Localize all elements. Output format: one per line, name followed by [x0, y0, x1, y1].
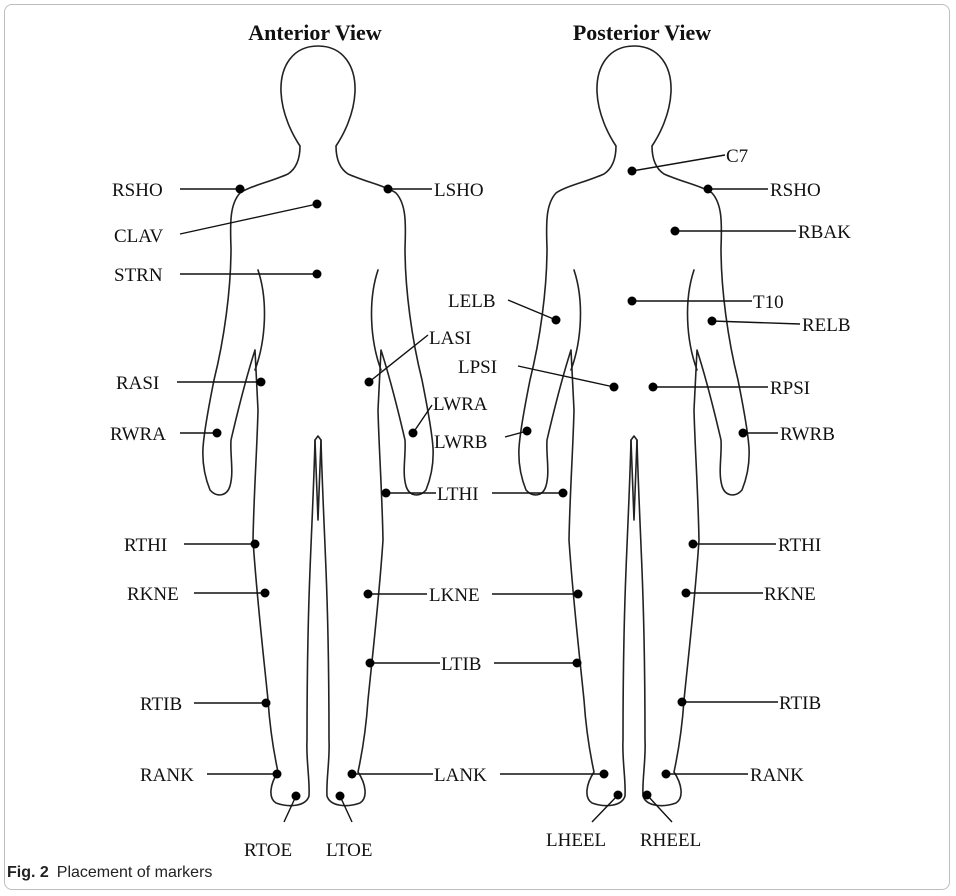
marker-lsho: LSHO — [384, 180, 484, 201]
marker-label: RBAK — [798, 222, 851, 243]
posterior-body-outline — [519, 46, 749, 806]
marker-label: RELB — [802, 315, 851, 336]
marker-clav: CLAV — [114, 200, 322, 248]
marker-label: CLAV — [114, 226, 164, 247]
marker-c7: C7 — [628, 146, 749, 176]
marker-label: C7 — [726, 146, 748, 167]
marker-rkne-posterior: RKNE — [682, 584, 816, 605]
marker-label: LTIB — [441, 654, 481, 675]
posterior-view-title: Posterior View — [573, 20, 711, 45]
marker-lkne: LKNE — [364, 585, 583, 606]
marker-label: RTHI — [778, 535, 821, 556]
marker-label: LANK — [434, 765, 487, 786]
marker-label: RHEEL — [640, 830, 701, 851]
marker-rkne-anterior: RKNE — [127, 584, 270, 605]
marker-label: LSHO — [434, 180, 484, 201]
marker-rthi-anterior: RTHI — [124, 535, 260, 556]
marker-rpsi: RPSI — [649, 378, 811, 399]
marker-rtib-anterior: RTIB — [140, 694, 271, 715]
marker-rheel: RHEEL — [640, 791, 701, 852]
marker-lpsi: LPSI — [458, 357, 619, 392]
anterior-body-outline — [203, 46, 433, 806]
marker-label: LASI — [429, 328, 471, 349]
marker-label: LWRA — [433, 394, 488, 415]
marker-label: LHEEL — [546, 830, 606, 851]
marker-label: RTIB — [779, 693, 821, 714]
marker-label: LELB — [448, 291, 496, 312]
marker-label: RANK — [140, 765, 194, 786]
marker-rbak: RBAK — [671, 222, 852, 243]
marker-rthi-posterior: RTHI — [689, 535, 822, 556]
marker-rank-posterior: RANK — [662, 765, 805, 786]
marker-label: RSHO — [770, 180, 821, 201]
marker-rsho-posterior: RSHO — [704, 180, 821, 201]
marker-label: LKNE — [429, 585, 480, 606]
marker-label: RPSI — [770, 378, 810, 399]
marker-rtib-posterior: RTIB — [678, 693, 822, 714]
marker-ltib: LTIB — [366, 654, 582, 675]
marker-label: LTHI — [437, 484, 479, 505]
marker-label: RTHI — [124, 535, 167, 556]
marker-lwrb-anterior: LWRB — [434, 427, 532, 454]
marker-rwrb: RWRB — [739, 424, 835, 445]
marker-placement-diagram: Anterior View Posterior View RSHO CLAV S… — [0, 0, 956, 860]
marker-label: RANK — [750, 765, 804, 786]
anterior-view-title: Anterior View — [248, 20, 382, 45]
marker-rank-anterior: RANK — [140, 765, 282, 786]
marker-rsho-anterior: RSHO — [112, 180, 245, 201]
marker-lank: LANK — [348, 765, 609, 786]
marker-label: RKNE — [764, 584, 816, 605]
marker-rtoe: RTOE — [244, 792, 301, 861]
marker-label: LWRB — [434, 432, 487, 453]
marker-label: RSHO — [112, 180, 163, 201]
marker-label: LTOE — [326, 840, 372, 860]
marker-lwra: LWRA — [409, 394, 488, 438]
marker-label: RWRA — [110, 424, 166, 445]
marker-label: T10 — [753, 292, 784, 313]
marker-strn: STRN — [114, 265, 322, 286]
marker-label: STRN — [114, 265, 163, 286]
caption-text: Placement of markers — [57, 864, 213, 881]
marker-label: RTIB — [140, 694, 182, 715]
marker-label: RASI — [116, 373, 159, 394]
marker-label: RWRB — [780, 424, 835, 445]
marker-t10: T10 — [628, 292, 784, 313]
marker-ltoe: LTOE — [326, 792, 372, 861]
marker-label: LPSI — [458, 357, 497, 378]
marker-label: RTOE — [244, 840, 292, 860]
marker-label: RKNE — [127, 584, 179, 605]
figure-caption: Fig. 2 Placement of markers — [7, 864, 212, 882]
marker-lheel: LHEEL — [546, 791, 623, 852]
caption-label: Fig. 2 — [7, 864, 49, 881]
